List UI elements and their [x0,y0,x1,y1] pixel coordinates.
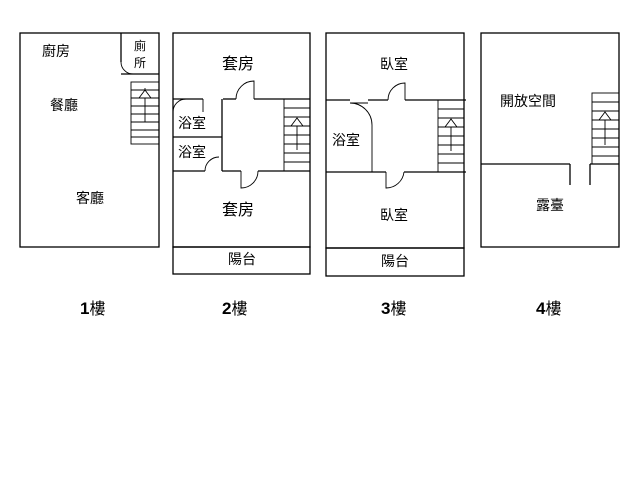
floor-suffix-3: 樓 [390,299,406,318]
room-balcony-3: 陽台 [381,254,409,270]
room-bedroom-bottom: 臥室 [380,207,408,224]
room-bath-bottom: 浴室 [178,144,206,161]
floor-1-stairs [130,81,160,145]
floor-number-4: 4 [536,299,546,318]
room-bath-3: 浴室 [332,132,360,149]
floor-3-plan: 臥室 浴室 臥室 陽台 [325,32,466,277]
floor-2-door-top [235,80,255,100]
svg-text:3樓: 3樓 [381,299,406,318]
floor-label-1: 1樓 [80,299,105,318]
floor-2-plan: 套房 浴室 浴室 套房 陽台 [172,32,311,275]
room-wc-top: 廁 [134,38,146,53]
room-kitchen: 廚房 [42,43,70,60]
floor-3-balcony-wall [325,247,465,277]
floor-number-1: 1 [80,299,89,318]
floor-suffix-1: 樓 [89,299,105,318]
floor-number-3: 3 [381,299,390,318]
floor-number-2: 2 [222,299,231,318]
room-terrace: 露臺 [536,198,564,214]
room-balcony-2: 陽台 [228,252,256,268]
room-open-space: 開放空間 [500,94,556,110]
room-bedroom-top: 臥室 [380,56,408,73]
floor-3-door-bottom [385,171,405,189]
floor-suffix-2: 樓 [231,299,247,318]
floor-2-door-bottom [240,170,259,189]
floor-4-stairs [591,92,620,165]
floor-4-plan: 開放空間 露臺 [480,32,620,248]
room-dining: 餐廳 [50,97,78,114]
floor-4-outer-wall [480,32,620,248]
floor-label-3: 3樓 [381,299,406,318]
room-wc-bottom: 所 [134,56,146,70]
svg-text:2樓: 2樓 [222,299,247,318]
room-bath-top: 浴室 [178,115,206,132]
floor-3-stairs [437,99,465,173]
room-suite-bottom: 套房 [222,200,254,219]
svg-text:1樓: 1樓 [80,299,105,318]
floor-2-stairs [283,98,311,172]
svg-text:4樓: 4樓 [536,299,561,318]
floor-1-toilet-door [120,61,134,75]
floor-3-bath-wall [349,102,373,172]
floor-2-balcony-wall [172,246,311,275]
floor-label-2: 2樓 [222,299,247,318]
floor-2-door-bath1 [172,98,204,113]
floor-3-door-top [387,82,406,101]
room-living: 客廳 [76,190,104,207]
floor-2-door-bath2 [204,156,220,172]
floor-suffix-4: 樓 [545,299,561,318]
room-suite-top: 套房 [222,54,254,73]
floor-1-plan: 廚房 廁 所 餐廳 客廳 [19,32,160,248]
floor-label-4: 4樓 [536,299,561,318]
